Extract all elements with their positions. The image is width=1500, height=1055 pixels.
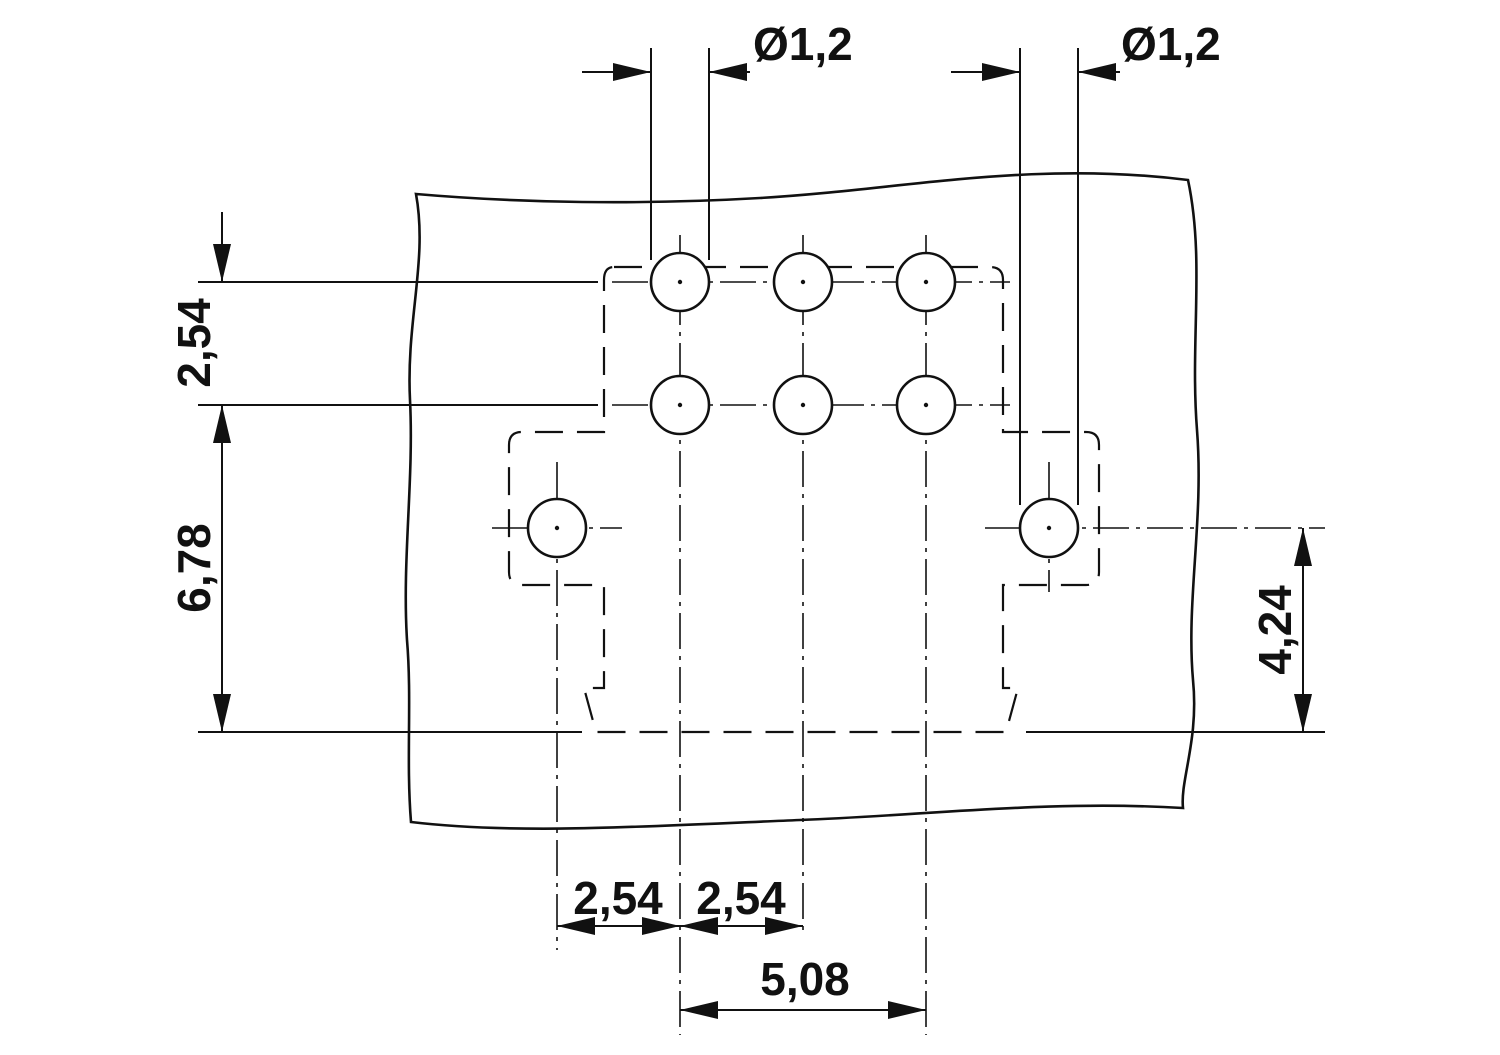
dimension-hole-diameter-right: Ø1,2	[951, 18, 1221, 81]
dimension-offset-left: 6,78	[168, 523, 231, 732]
dimension-span-bottom: 5,08	[680, 953, 926, 1019]
dimension-label: 2,54	[696, 872, 786, 924]
dimension-pitch-bottom: 2,54 2,54	[557, 872, 803, 935]
dimension-label: Ø1,2	[1121, 18, 1221, 70]
dimension-row-pitch: 2,54	[168, 212, 231, 732]
dimension-label: 4,24	[1249, 585, 1301, 675]
extension-lines	[198, 48, 1325, 733]
dimension-offset-right: 4,24	[1249, 528, 1312, 732]
dimension-label: Ø1,2	[753, 18, 853, 70]
dimension-label: 5,08	[760, 953, 850, 1005]
dimension-label: 2,54	[573, 872, 663, 924]
dimension-hole-diameter-left: Ø1,2	[582, 18, 853, 81]
connector-footprint-outline	[507, 265, 1101, 734]
board-outline	[404, 171, 1200, 830]
dimension-label: 2,54	[168, 298, 220, 388]
holes	[526, 251, 1080, 559]
dimension-label: 6,78	[168, 523, 220, 613]
